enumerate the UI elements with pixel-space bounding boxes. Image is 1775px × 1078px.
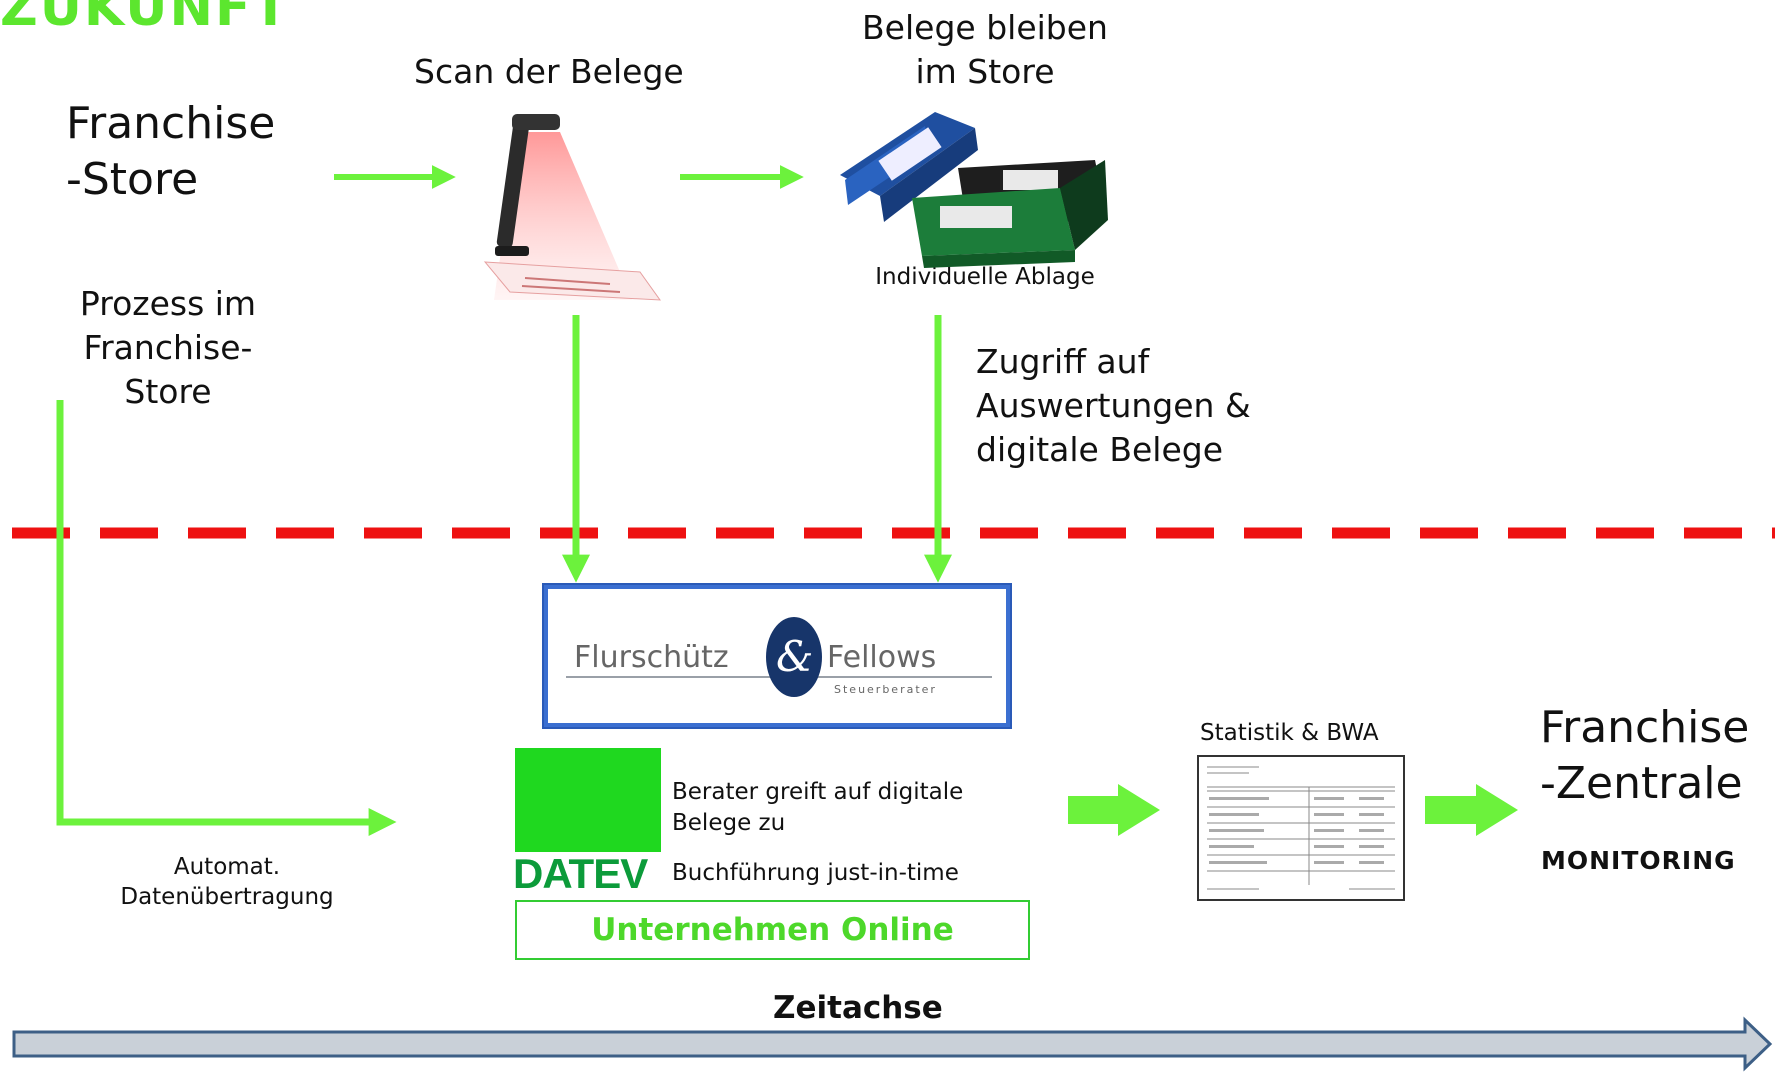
datev-text-line2: Belege zu: [672, 810, 786, 836]
datev-text-line1: Berater greift auf digitale: [672, 779, 964, 805]
belege-line2: im Store: [915, 52, 1055, 91]
zeitachse-label: Zeitachse: [773, 990, 943, 1026]
logo-ampersand: &: [776, 632, 813, 681]
zugriff-line2: Auswertungen &: [976, 386, 1251, 425]
stat-label: Statistik & BWA: [1200, 720, 1379, 746]
belege-label: Belege bleiben im Store: [820, 6, 1150, 94]
franchise-store-label: Franchise -Store: [66, 96, 275, 208]
report-document-icon: [1197, 755, 1405, 901]
zugriff-line1: Zugriff auf: [976, 342, 1150, 381]
logo-graphic: Flurschütz & Fellows Steuerberater: [566, 617, 992, 697]
zugriff-line3: digitale Belege: [976, 430, 1224, 469]
block-arrow-to-stat: [1068, 784, 1160, 836]
datev-logo: DATEV: [513, 850, 648, 897]
prozess-line1: Prozess im: [79, 284, 257, 323]
zentrale-line2: -Zentrale: [1540, 758, 1743, 809]
unternehmen-online-box: Unternehmen Online: [515, 900, 1030, 960]
datev-green-block: [515, 748, 661, 852]
automat-line2: Datenübertragung: [120, 884, 334, 910]
document-scanner-icon: [483, 114, 662, 301]
monitoring-label: MONITORING: [1541, 846, 1736, 875]
logo-name-left: Flurschütz: [574, 640, 729, 675]
flurschuetz-fellows-logo: Flurschütz & Fellows Steuerberater: [542, 583, 1012, 729]
block-arrow-to-zentrale: [1425, 784, 1518, 836]
franchise-store-line2: -Store: [66, 154, 199, 205]
datev-text-line3: Buchführung just-in-time: [672, 860, 959, 886]
scan-label: Scan der Belege: [414, 52, 684, 91]
binders-icon: [840, 112, 1108, 268]
franchise-zentrale-label: Franchise -Zentrale: [1540, 700, 1749, 812]
timeline-arrow: [12, 1016, 1773, 1072]
prozess-label: Prozess im Franchise- Store: [48, 282, 288, 414]
franchise-store-line1: Franchise: [66, 98, 276, 149]
automat-label: Automat. Datenübertragung: [92, 852, 362, 912]
belege-line1: Belege bleiben: [862, 8, 1108, 47]
prozess-line2: Franchise-: [83, 328, 253, 367]
zugriff-label: Zugriff auf Auswertungen & digitale Bele…: [976, 340, 1251, 472]
arrow-automat: [56, 400, 397, 836]
page-title: ZUKUNFT: [0, 0, 291, 38]
automat-line1: Automat.: [173, 854, 281, 880]
logo-name-right: Fellows: [827, 640, 936, 675]
logo-subtitle: Steuerberater: [834, 683, 937, 696]
zentrale-line1: Franchise: [1540, 702, 1750, 753]
prozess-line3: Store: [124, 372, 212, 411]
ablage-caption: Individuelle Ablage: [875, 264, 1095, 290]
